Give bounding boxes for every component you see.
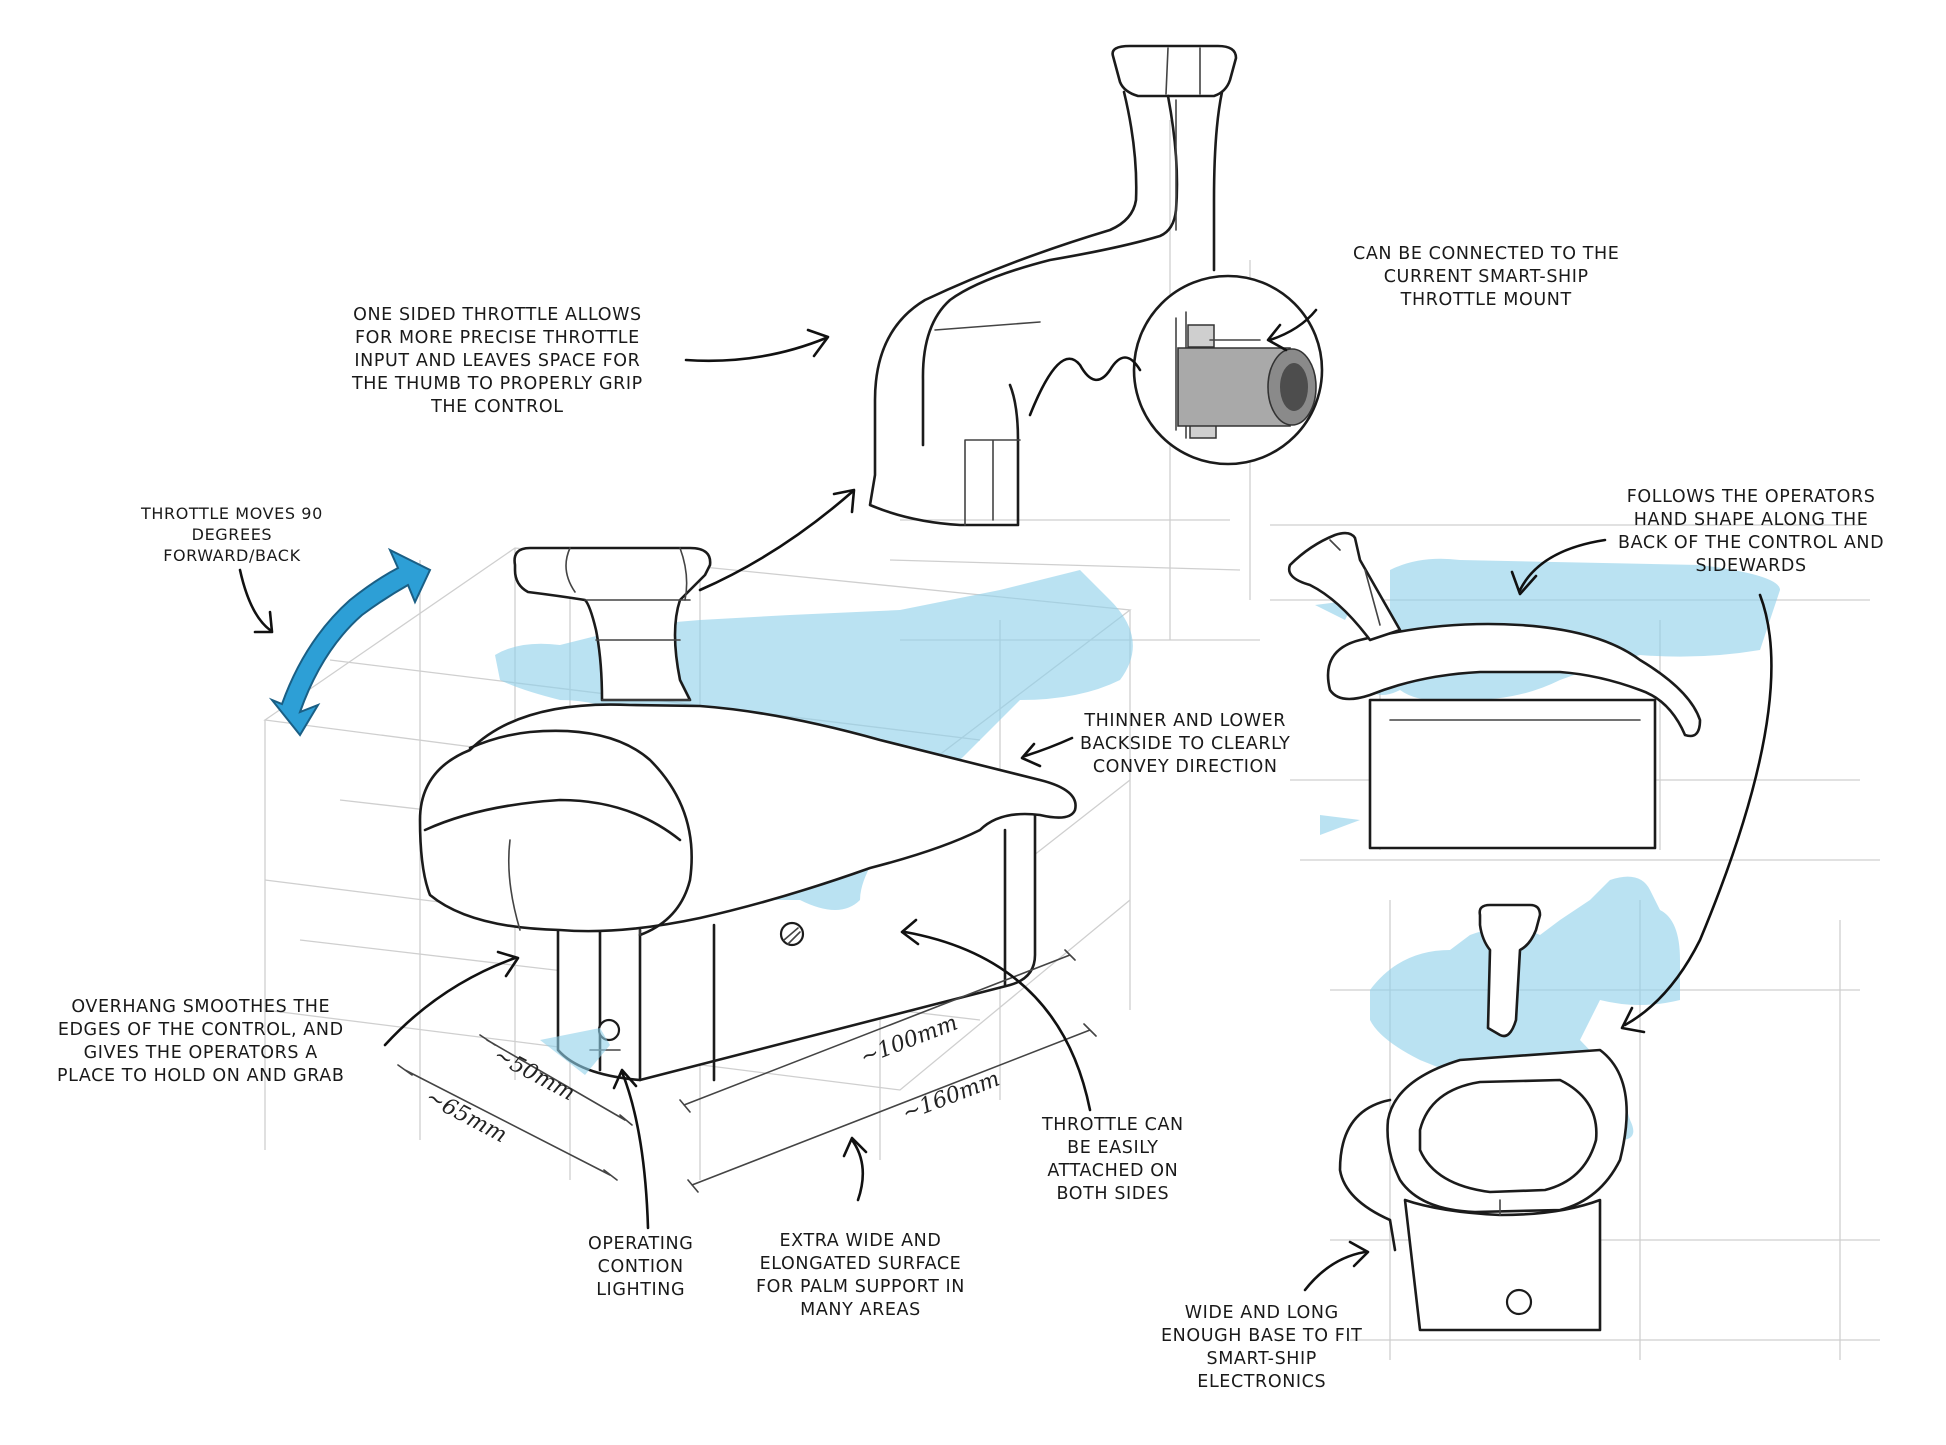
motion-double-arrow-icon [268,547,432,737]
annotation-arrows [238,308,1773,1292]
note-overhang: OVERHANG SMOOTHES THE EDGES OF THE CONTR… [57,997,345,1086]
note-wide-base: WIDE AND LONG ENOUGH BASE TO FIT SMART-S… [1161,1303,1363,1392]
note-follows-hand: FOLLOWS THE OPERATORS HAND SHAPE ALONG T… [1618,487,1885,576]
front-view-throttle [1338,876,1680,1332]
main-throttle-body [397,546,1133,1193]
side-view-throttle [1287,531,1780,850]
note-extra-wide-surface: EXTRA WIDE AND ELONGATED SURFACE FOR PAL… [756,1231,965,1320]
note-thinner-backside: THINNER AND LOWER BACKSIDE TO CLEARLY CO… [1080,711,1291,777]
note-operating-lighting: OPERATING CONTION LIGHTING [588,1234,694,1300]
exploded-throttle-handle [868,44,1238,527]
detail-leader-squiggle [1028,356,1142,417]
connector-detail-circle [1132,274,1324,466]
note-connected-mount: CAN BE CONNECTED TO THE CURRENT SMART-SH… [1353,244,1620,310]
note-throttle-moves: THROTTLE MOVES 90 DEGREES FORWARD/BACK [141,504,323,565]
note-one-sided-throttle: ONE SIDED THROTTLE ALLOWS FOR MORE PRECI… [352,305,643,417]
connector-icon [1177,347,1291,427]
note-attached-both-sides: THROTTLE CAN BE EASILY ATTACHED ON BOTH … [1042,1115,1184,1204]
